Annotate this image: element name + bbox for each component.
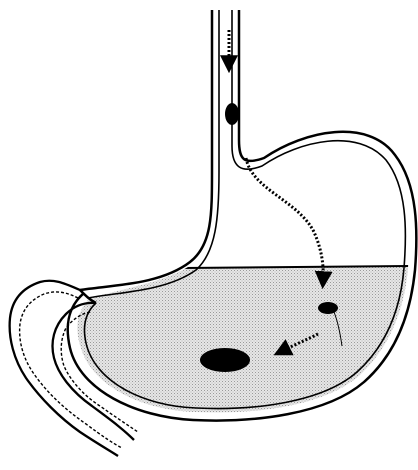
gastric-liquid [60,266,415,430]
lesser-curvature-inner [88,10,219,298]
flow-arrow-stomach [246,158,323,282]
food-bolus-esophagus [225,103,239,125]
lesser-curvature-outer [80,10,212,290]
food-bolus-surface [318,302,338,314]
food-bolus-bottom [200,348,250,372]
